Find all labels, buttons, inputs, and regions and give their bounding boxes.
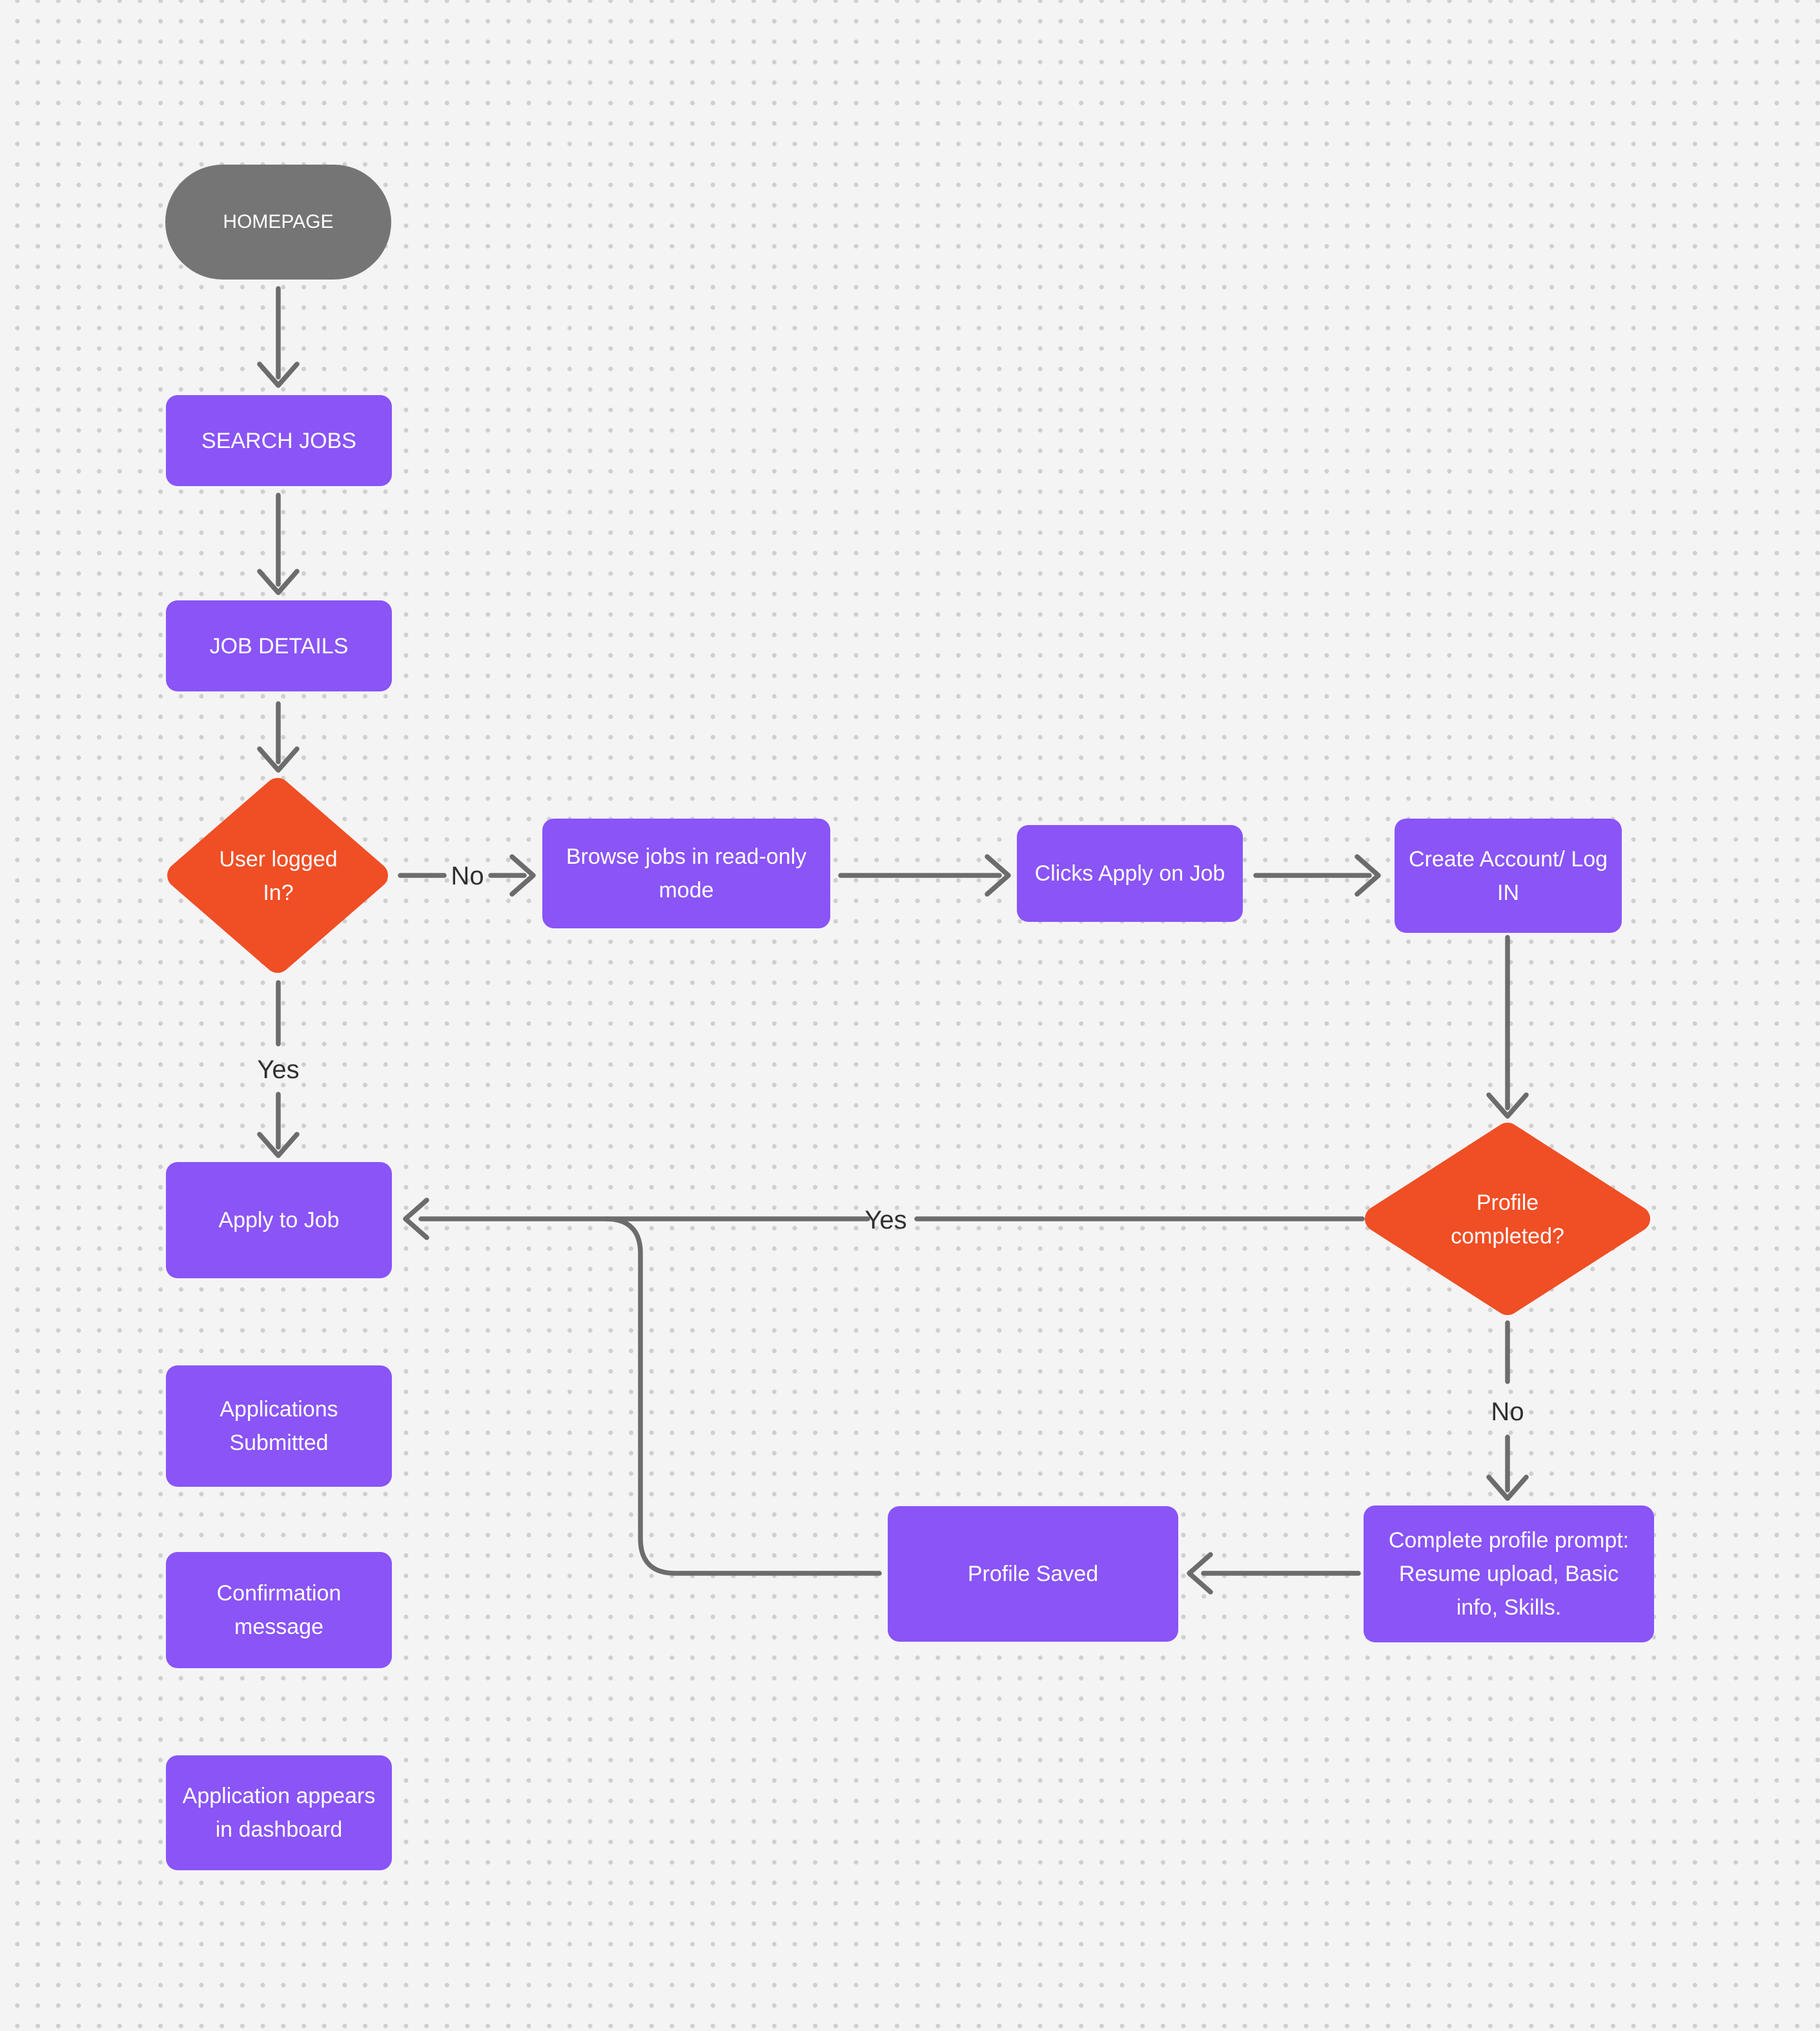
- edge-searchjobs-jobdetails-arrowhead-icon: [257, 569, 300, 595]
- node-clicks-apply[interactable]: Clicks Apply on Job: [1017, 825, 1243, 922]
- decision-profile-completed-shape[interactable]: [1365, 1123, 1650, 1315]
- node-clicks-apply-label: Clicks Apply on Job: [1034, 861, 1225, 886]
- node-browse-jobs-label: Browse jobs in read-only mode: [566, 844, 807, 903]
- edge-jobdetails-userloggedin-arrowhead-icon: [257, 746, 300, 773]
- edge-userloggedin-yes-apply-arrowhead-icon: [257, 1132, 300, 1158]
- edge-userloggedin-no-browse-arrowhead-icon: [509, 854, 536, 897]
- node-confirmation-message[interactable]: Confirmation message: [166, 1552, 392, 1668]
- node-apply-to-job[interactable]: Apply to Job: [166, 1162, 392, 1278]
- decision-profile-completed[interactable]: [1364, 1121, 1651, 1316]
- node-search-jobs[interactable]: SEARCH JOBS: [166, 395, 392, 486]
- decision-profile-completed-label: Profile completed?: [1451, 1190, 1564, 1249]
- decision-user-logged-in-label: User logged In?: [219, 847, 338, 905]
- node-complete-profile-prompt-label: Complete profile prompt: Resume upload, …: [1388, 1528, 1630, 1620]
- edge-profilesaved-apply-curve[interactable]: [603, 1216, 882, 1576]
- node-profile-saved-label: Profile Saved: [967, 1562, 1099, 1586]
- node-browse-jobs[interactable]: Browse jobs in read-only mode: [542, 819, 830, 928]
- node-complete-profile-prompt[interactable]: Complete profile prompt: Resume upload, …: [1364, 1505, 1654, 1642]
- edge-label-profile-no[interactable]: No: [1491, 1398, 1524, 1426]
- edge-homepage-searchjobs-arrowhead-icon: [257, 362, 300, 388]
- edge-clicksapply-createaccount-arrowhead-icon: [1355, 854, 1381, 897]
- edge-profilecompleted-yes-apply-arrowhead-icon: [403, 1198, 429, 1240]
- node-homepage-label: HOMEPAGE: [223, 211, 334, 232]
- edge-completeprofile-profilesaved-arrowhead-icon: [1187, 1552, 1213, 1595]
- edge-profilecompleted-no-completeprofile-arrowhead-icon: [1486, 1475, 1529, 1501]
- node-job-details-label: JOB DETAILS: [209, 633, 349, 658]
- node-search-jobs-label: SEARCH JOBS: [201, 428, 356, 453]
- node-apply-to-job-label: Apply to Job: [218, 1208, 340, 1232]
- decision-user-logged-in-shape[interactable]: [167, 778, 388, 973]
- node-applications-submitted-label: Applications Submitted: [220, 1397, 338, 1455]
- node-job-details[interactable]: JOB DETAILS: [166, 600, 392, 691]
- edge-createaccount-profilecompleted-arrowhead-icon: [1486, 1092, 1529, 1119]
- node-create-account[interactable]: Create Account/ Log IN: [1395, 819, 1622, 933]
- node-profile-saved[interactable]: Profile Saved: [888, 1506, 1178, 1642]
- edge-label-user-no[interactable]: No: [451, 862, 484, 890]
- node-confirmation-message-label: Confirmation message: [216, 1581, 342, 1639]
- edge-label-user-yes[interactable]: Yes: [257, 1056, 300, 1084]
- node-application-dashboard[interactable]: Application appears in dashboard: [166, 1755, 392, 1870]
- node-create-account-label: Create Account/ Log IN: [1408, 846, 1608, 905]
- edge-label-profile-yes[interactable]: Yes: [864, 1206, 907, 1234]
- node-applications-submitted[interactable]: Applications Submitted: [166, 1365, 392, 1487]
- node-application-dashboard-label: Application appears in dashboard: [182, 1784, 376, 1842]
- decision-user-logged-in[interactable]: [166, 777, 389, 974]
- edge-browse-clicksapply-arrowhead-icon: [985, 854, 1011, 897]
- node-homepage[interactable]: HOMEPAGE: [165, 165, 391, 280]
